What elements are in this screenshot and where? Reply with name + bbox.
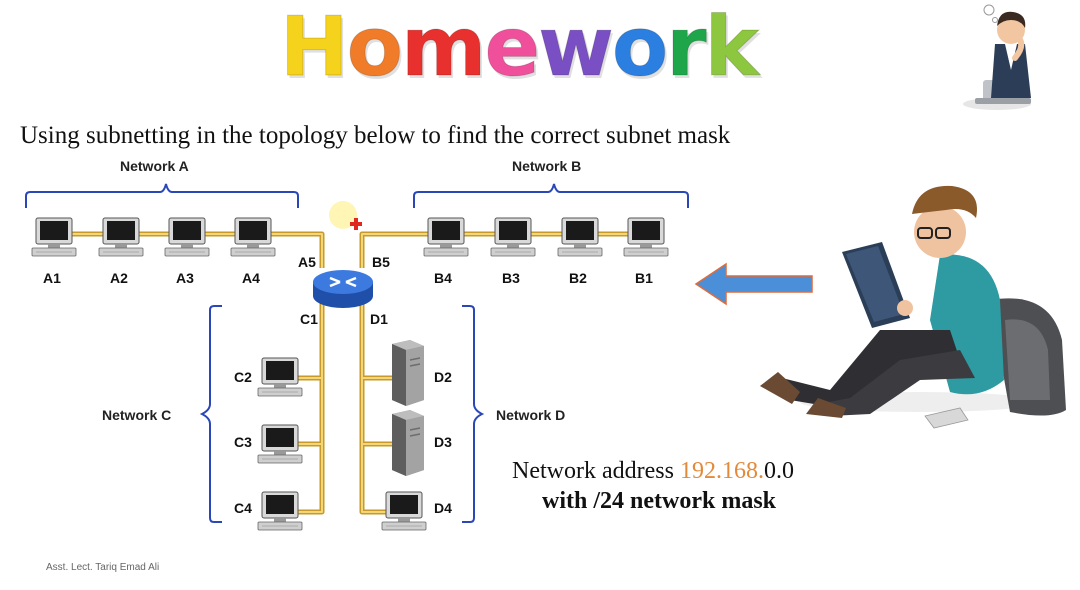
node-label-d3: D3 [434,434,452,450]
network-c-label: Network C [102,407,172,423]
router-port-a5: A5 [298,254,316,270]
node-label-d4: D4 [434,500,452,516]
address-suffix: 0.0 [763,458,794,484]
server-icon [391,339,425,407]
router-icon [313,201,373,308]
computer-icon [31,217,77,257]
node-label-c2: C2 [234,369,252,385]
arrow-left-icon [694,262,813,306]
router-port-d1: D1 [370,311,388,327]
network-d-brace [462,305,485,523]
title-letter: k [704,0,760,95]
student-with-laptop-illustration [760,185,1066,429]
computer-icon [623,217,669,257]
title-letter: m [400,0,486,95]
node-label-b1: B1 [635,270,653,286]
server-icon [391,409,425,477]
router-port-c1: C1 [300,311,318,327]
computer-icon [381,491,427,531]
node-label-d2: D2 [434,369,452,385]
node-label-c4: C4 [234,500,252,516]
address-highlight: 192.168. [679,458,764,484]
node-label-a3: A3 [176,270,194,286]
title-letter: e [484,0,541,95]
network-mask-text: with /24 network mask [542,488,777,514]
author-footer: Asst. Lect. Tariq Emad Ali [46,562,160,573]
computer-icon [257,424,303,464]
computer-icon [257,357,303,397]
computer-icon [257,491,303,531]
node-label-b3: B3 [502,270,520,286]
computer-icon [164,217,210,257]
network-c-brace [199,305,222,523]
computer-icon [423,217,469,257]
network-d-label: Network D [496,407,566,423]
node-label-b4: B4 [434,270,452,286]
question-text: Using subnetting in the topology below t… [20,122,731,149]
network-b-brace [413,183,689,208]
address-prefix: Network address [512,458,680,484]
network-a-label: Network A [120,158,189,174]
computer-icon [557,217,603,257]
network-a-brace [25,183,299,208]
node-label-a2: A2 [110,270,128,286]
homework-title: Homework [280,0,760,95]
computer-icon [98,217,144,257]
network-b-label: Network B [512,158,582,174]
title-letter: o [611,0,668,95]
computer-icon [230,217,276,257]
router-port-b5: B5 [372,254,390,270]
title-letter: w [538,0,615,95]
node-label-a4: A4 [242,270,260,286]
computer-icon [490,217,536,257]
node-label-b2: B2 [569,270,587,286]
node-label-c3: C3 [234,434,252,450]
node-label-a1: A1 [43,270,61,286]
title-letter: r [666,0,707,95]
network-address-text: Network address 192.168.0.0 [512,458,794,485]
title-letter: o [346,0,403,95]
thinking-man-illustration [963,4,1031,110]
title-letter: H [280,0,350,95]
